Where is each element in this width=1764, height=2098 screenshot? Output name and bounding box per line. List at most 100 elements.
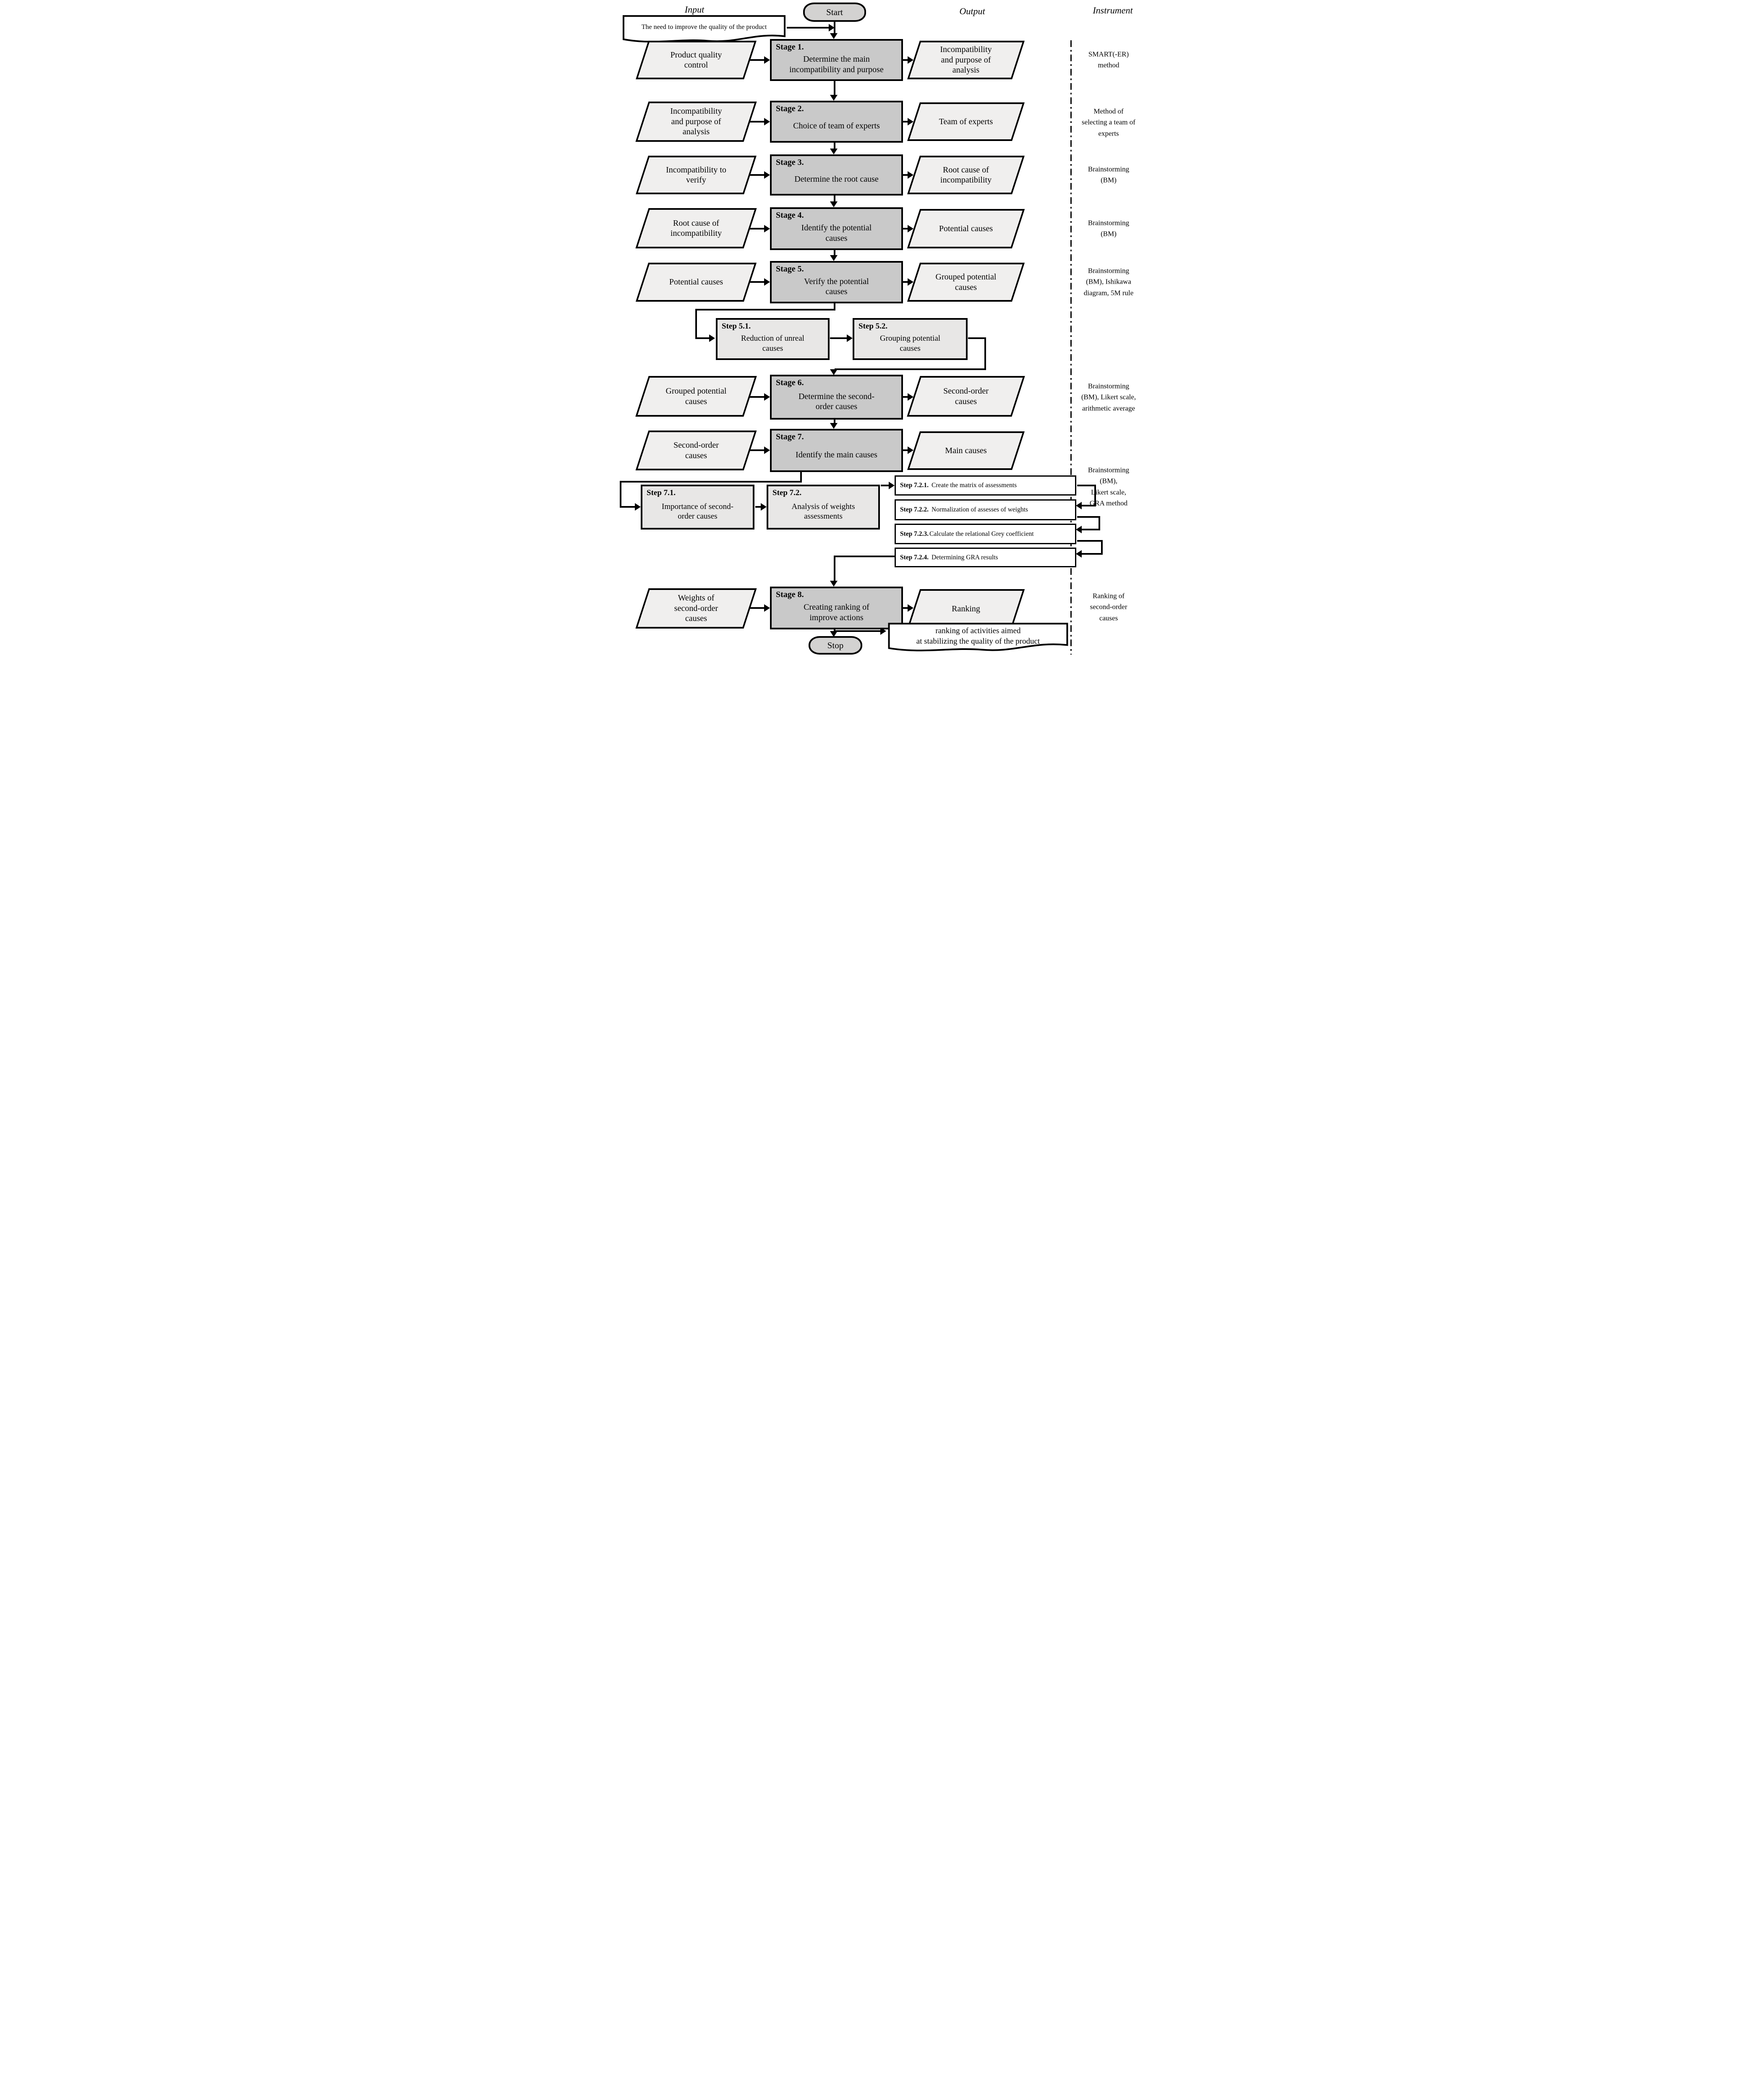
arrow-head [908, 225, 913, 232]
flow-line [834, 250, 835, 257]
document-shape [886, 623, 1070, 654]
flow-line [834, 81, 835, 97]
flow-line [755, 506, 761, 508]
input-8-shape: Weights of second-order causes [635, 588, 757, 629]
stage-7-text: Identify the main causes [796, 450, 877, 459]
flow-line [749, 121, 764, 123]
input-1-shape: Product quality control [636, 41, 757, 79]
arrow-head [830, 631, 838, 637]
stage-5-label: Stage 5. [776, 264, 804, 274]
flow-line [1101, 540, 1103, 555]
step-7-1-text: Importance of second-order causes [662, 502, 733, 521]
stage-6-box: Stage 6. Determine the second-order caus… [770, 375, 903, 420]
output-4-text: Potential causes [939, 224, 993, 233]
flow-line [749, 396, 764, 398]
input-5-text: Potential causes [669, 277, 723, 287]
step-7-1-box: Step 7.1. Importance of second-order cau… [641, 485, 754, 530]
input-6-text: Grouped potential causes [665, 386, 727, 406]
flow-line [1082, 529, 1100, 530]
input-5-shape: Potential causes [635, 263, 757, 302]
flow-line [749, 281, 764, 283]
input-3-text: Incompatibility to verify [666, 165, 726, 185]
flow-line [984, 337, 986, 370]
input-column-label: Input [684, 4, 705, 15]
output-column-label: Output [959, 6, 985, 16]
step-7-2-text: Analysis of weights assessments [791, 502, 855, 521]
arrow-head [764, 604, 770, 612]
arrow-head [889, 482, 895, 489]
flow-line [695, 337, 709, 339]
step-7-2-box: Step 7.2. Analysis of weights assessment… [767, 485, 880, 530]
flow-line [695, 309, 835, 311]
stage-1-label: Stage 1. [776, 42, 804, 52]
stage-2-text: Choice of team of experts [793, 121, 880, 131]
start-terminator: Start [803, 3, 866, 22]
stage-7-label: Stage 7. [776, 432, 804, 441]
flow-line [835, 368, 986, 370]
stop-terminator: Stop [809, 636, 862, 655]
step-7-2-4-label: Step 7.2.4. [900, 553, 929, 561]
flow-line [787, 27, 829, 29]
flow-line [749, 607, 764, 609]
arrow-head [764, 225, 770, 232]
input-3-shape: Incompatibility to verify [636, 156, 757, 194]
stage-3-text: Determine the root cause [794, 175, 879, 184]
flow-line [830, 337, 847, 339]
arrow-head [830, 95, 838, 101]
stage-5-text: Verify the potential causes [804, 277, 869, 296]
stage-2-label: Stage 2. [776, 104, 804, 113]
arrow-head [908, 604, 913, 612]
flow-line [834, 196, 835, 203]
output-3-text: Root cause of incompatibility [940, 165, 992, 185]
flow-line [749, 228, 764, 230]
flow-line [902, 59, 908, 61]
output-1-text: Incompatibility and purpose of analysis [940, 45, 992, 75]
instrument-6-text: Brainstorming (BM), Likert scale, arithm… [1081, 382, 1136, 412]
flow-line [902, 607, 908, 609]
step-7-2-2-label: Step 7.2.2. [900, 506, 929, 513]
flow-line [881, 485, 889, 486]
flow-line [902, 174, 908, 176]
arrow-head [830, 149, 838, 154]
arrow-head [830, 33, 838, 39]
input-7-shape: Second-order causes [635, 431, 757, 470]
arrow-head [709, 334, 715, 342]
step-7-2-2-text: Normalization of assesses of weights [932, 506, 1028, 513]
arrow-head [764, 56, 770, 64]
step-7-2-1-text: Create the matrix of assessments [932, 482, 1017, 489]
stage-4-box: Stage 4. Identify the potential causes [770, 207, 903, 250]
flow-line [620, 481, 621, 508]
start-label: Start [826, 7, 843, 17]
arrow-head [908, 393, 913, 401]
stage-7-box: Stage 7. Identify the main causes [770, 429, 903, 472]
arrow-head [829, 24, 835, 31]
flow-line [835, 630, 880, 632]
flow-line [834, 420, 835, 425]
input-6-shape: Grouped potential causes [635, 376, 757, 417]
step-7-2-4-box: Step 7.2.4. Determining GRA results [895, 548, 1076, 567]
stage-8-label: Stage 8. [776, 590, 804, 599]
instrument-separator-line [1070, 40, 1072, 655]
output-4-shape: Potential causes [907, 209, 1025, 248]
flow-line [968, 337, 986, 339]
step-5-2-label: Step 5.2. [859, 322, 888, 331]
output-7-shape: Main causes [907, 431, 1025, 470]
need-document: The need to improve the quality of the p… [621, 15, 787, 45]
step-7-2-4-text: Determining GRA results [932, 553, 998, 561]
flow-line [834, 22, 835, 34]
flowchart-canvas: Input Output Instrument Start The need t… [618, 0, 1146, 655]
input-8-text: Weights of second-order causes [674, 593, 718, 624]
instrument-7-text: Brainstorming (BM), Likert scale, GRA me… [1088, 466, 1130, 507]
output-3-shape: Root cause of incompatibility [907, 156, 1025, 194]
stage-8-box: Stage 8. Creating ranking of improve act… [770, 587, 903, 629]
instrument-5-text: Brainstorming (BM), Ishikawa diagram, 5M… [1083, 266, 1134, 297]
step-7-2-label: Step 7.2. [772, 488, 802, 497]
flow-line [749, 174, 764, 176]
step-7-2-3-text: Calculate the relational Grey coefficien… [929, 530, 1034, 538]
output-5-shape: Grouped potential causes [907, 263, 1025, 302]
input-2-shape: Incompatibility and purpose of analysis [635, 102, 757, 142]
step-5-1-box: Step 5.1. Reduction of unreal causes [716, 318, 830, 360]
arrow-head [635, 503, 641, 511]
flow-line [1099, 516, 1100, 530]
arrow-head [764, 118, 770, 125]
